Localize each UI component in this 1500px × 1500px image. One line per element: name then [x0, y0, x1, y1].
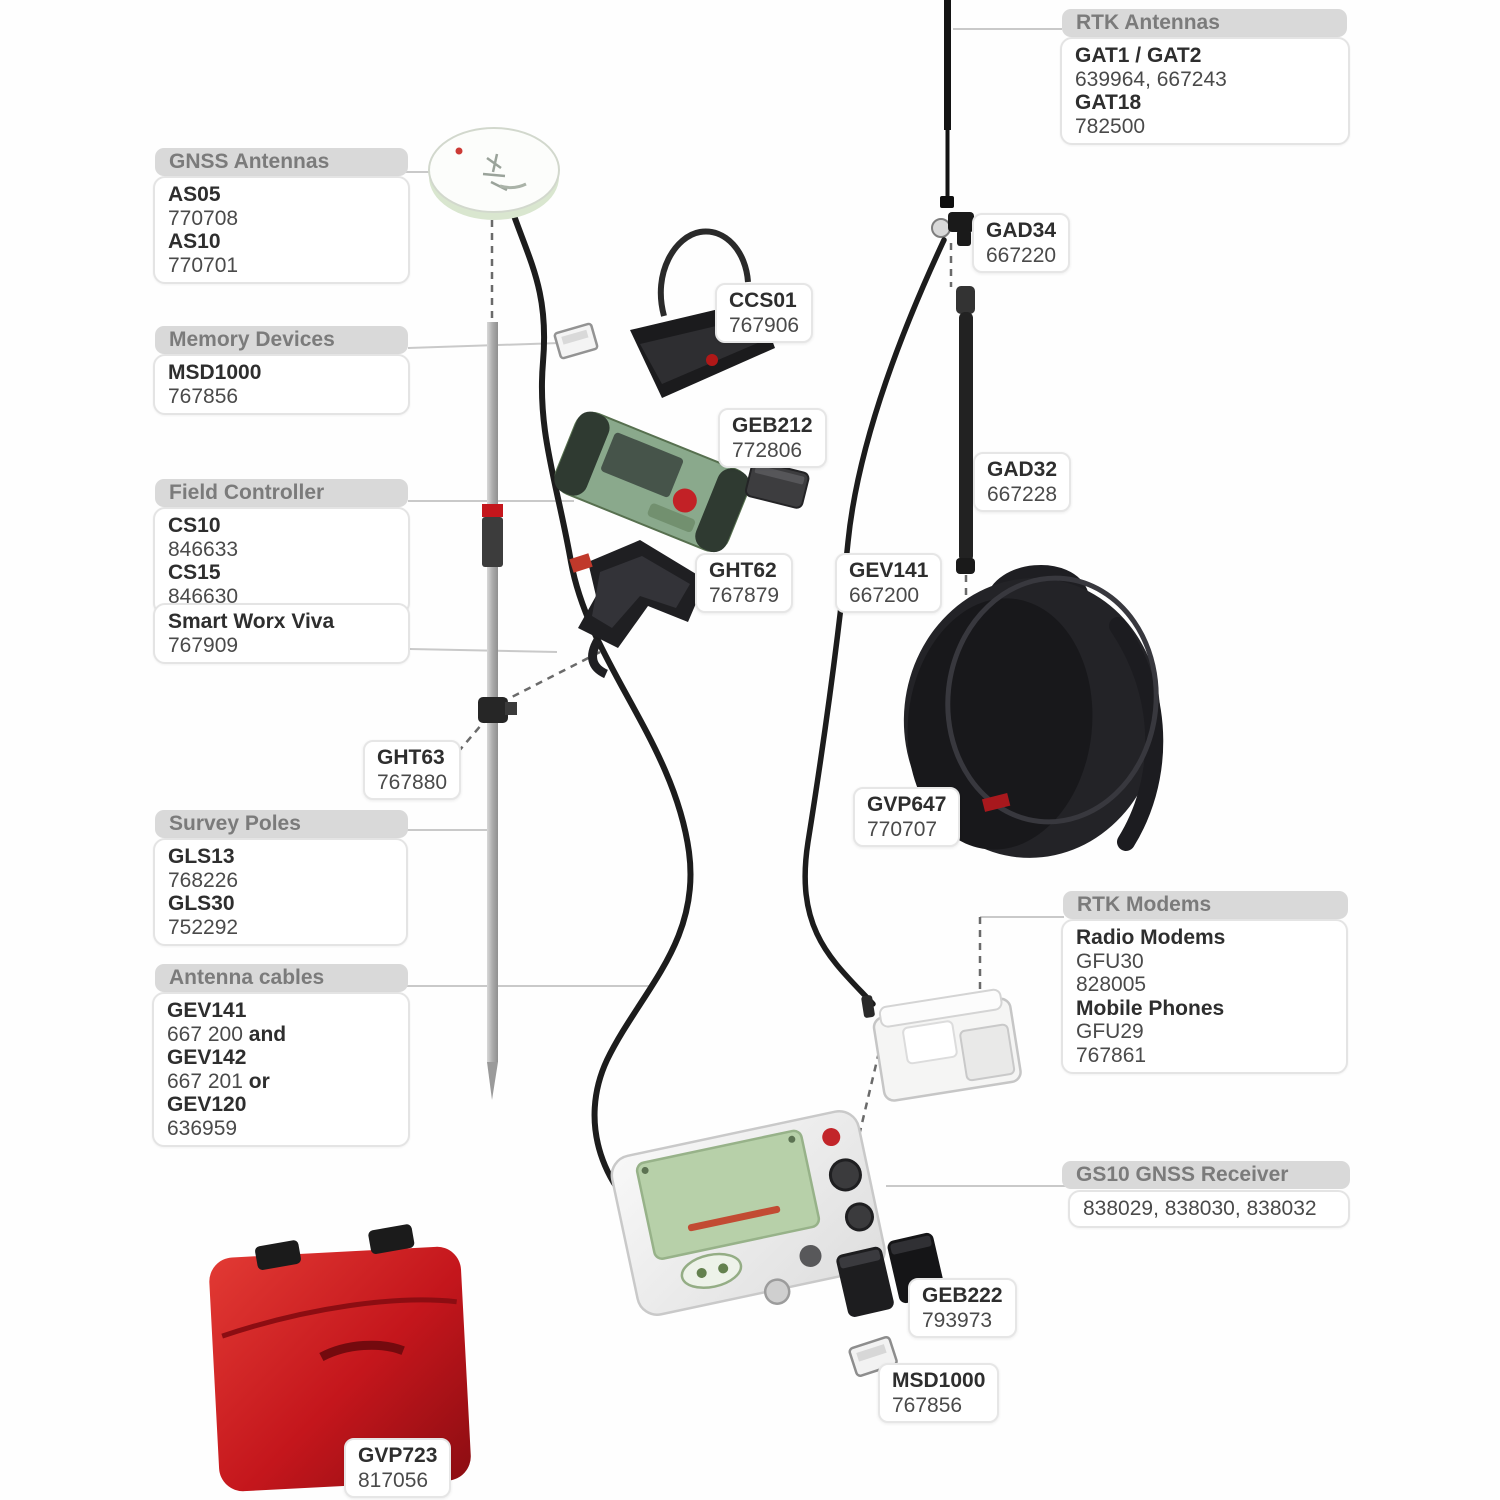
part-code: GEB222 — [922, 1284, 1003, 1307]
part-code: GAD32 — [987, 458, 1058, 481]
group-box-smartworx-viva: Smart Worx Viva 767909 — [153, 603, 410, 664]
part-number: 768226 — [168, 868, 239, 892]
group-box-survey-poles: GLS13 768226 GLS30 752292 — [153, 838, 408, 946]
gvp647-backpack-illustration — [903, 565, 1164, 858]
part-number: 767879 — [709, 584, 780, 607]
part-number: 767856 — [892, 1394, 963, 1417]
part-code: GAD34 — [986, 219, 1057, 242]
part-number: 667200 — [849, 584, 920, 607]
part-tag-gad34: GAD34 667220 — [972, 213, 1071, 273]
part-number: 770707 — [867, 818, 938, 841]
group-header-field-controller: Field Controller — [155, 479, 408, 507]
gvp723-container-illustration — [209, 1224, 471, 1492]
part-number: 752292 — [168, 915, 239, 939]
gs10-receiver-illustration — [610, 1110, 886, 1316]
part-number: 767909 — [168, 633, 239, 657]
part-code: MSD1000 — [892, 1369, 986, 1392]
part-code: AS10 — [168, 230, 221, 253]
part-code: AS05 — [168, 183, 221, 206]
part-tag-ght63: GHT63 767880 — [363, 740, 462, 800]
ght62-bracket-illustration — [569, 540, 706, 679]
part-code: GEB212 — [732, 414, 813, 437]
part-number: 793973 — [922, 1309, 993, 1332]
part-code: GEV120 — [167, 1093, 247, 1116]
geb212-battery-illustration — [744, 460, 810, 509]
part-tag-geb212: GEB212 772806 — [718, 408, 827, 468]
part-code: GAT1 / GAT2 — [1075, 44, 1202, 67]
part-code: GEV141 — [167, 999, 247, 1022]
group-box-rtk-antennas: GAT1 / GAT2 639964, 667243 GAT18 782500 — [1060, 37, 1350, 145]
group-box-field-controller: CS10 846633 CS15 846630 — [153, 507, 410, 615]
part-number: 667 201 or — [167, 1069, 270, 1093]
part-code: GLS30 — [168, 892, 235, 915]
part-tag-gvp723: GVP723 817056 — [344, 1438, 452, 1498]
part-number: 636959 — [167, 1116, 238, 1140]
part-tag-gad32: GAD32 667228 — [973, 452, 1072, 512]
part-number: 667228 — [987, 483, 1058, 506]
gad32-arm-illustration — [956, 286, 975, 574]
part-code: CS10 — [168, 514, 221, 537]
part-number: 767856 — [168, 384, 239, 408]
group-box-gs10-receiver: 838029, 838030, 838032 — [1068, 1190, 1350, 1228]
part-number: GFU29 — [1076, 1020, 1144, 1043]
part-code: GEV142 — [167, 1046, 247, 1069]
part-code: Mobile Phones — [1076, 996, 1225, 1020]
sd-card-illustration — [553, 322, 599, 360]
part-tag-gvp647: GVP647 770707 — [853, 787, 961, 847]
part-tag-ght62: GHT62 767879 — [695, 553, 794, 613]
part-number: 772806 — [732, 439, 803, 462]
group-header-gnss-antennas: GNSS Antennas — [155, 148, 408, 176]
part-number: 770701 — [168, 253, 239, 277]
rtk-modem-illustration — [861, 988, 1022, 1102]
group-box-rtk-modems: Radio Modems GFU30 828005 Mobile Phones … — [1061, 919, 1348, 1074]
part-tag-ccs01: CCS01 767906 — [715, 283, 814, 343]
group-box-memory-devices: MSD1000 767856 — [153, 354, 410, 415]
group-header-antenna-cables: Antenna cables — [155, 964, 408, 992]
part-tag-msd1000: MSD1000 767856 — [878, 1363, 1000, 1423]
part-tag-gev141: GEV141 667200 — [835, 553, 943, 613]
part-number: 817056 — [358, 1469, 429, 1492]
part-number: 767906 — [729, 314, 800, 337]
part-number: 838029, 838030, 838032 — [1083, 1197, 1317, 1220]
gev141-cable-illustration — [802, 237, 947, 1007]
group-box-gnss-antennas: AS05 770708 AS10 770701 — [153, 176, 410, 284]
part-number: 767880 — [377, 771, 448, 794]
part-number: 828005 — [1076, 973, 1147, 996]
part-number: 667 200 and — [167, 1022, 287, 1046]
group-header-survey-poles: Survey Poles — [155, 810, 408, 838]
part-code: GEV141 — [849, 559, 929, 582]
group-header-memory-devices: Memory Devices — [155, 326, 408, 354]
part-tag-geb222: GEB222 793973 — [908, 1278, 1017, 1338]
part-number: 782500 — [1075, 114, 1146, 138]
part-code: GVP723 — [358, 1444, 438, 1467]
part-code: GLS13 — [168, 845, 235, 868]
part-code: Smart Worx Viva — [168, 610, 335, 633]
part-number: 846630 — [168, 584, 239, 608]
part-code: CS15 — [168, 561, 221, 584]
part-code: GAT18 — [1075, 91, 1142, 114]
group-box-antenna-cables: GEV141 667 200 and GEV142 667 201 or GEV… — [152, 992, 410, 1147]
field-controller-illustration — [554, 411, 810, 553]
rtk-whip-antenna-illustration — [940, 0, 954, 208]
group-header-rtk-antennas: RTK Antennas — [1062, 9, 1347, 37]
part-number: 667220 — [986, 244, 1057, 267]
survey-pole-illustration — [478, 322, 517, 1100]
part-code: GHT63 — [377, 746, 445, 769]
group-header-gs10-receiver: GS10 GNSS Receiver — [1062, 1161, 1350, 1189]
part-code: Radio Modems — [1076, 926, 1226, 949]
part-number: 770708 — [168, 206, 239, 230]
part-code: GVP647 — [867, 793, 947, 816]
part-number: 767861 — [1076, 1043, 1147, 1067]
part-code: CCS01 — [729, 289, 797, 312]
part-number: 639964, 667243 — [1075, 67, 1227, 91]
gad34-adapter-illustration — [931, 212, 974, 246]
part-code: MSD1000 — [168, 361, 262, 384]
gnss-antenna-illustration — [428, 127, 757, 1281]
group-header-rtk-modems: RTK Modems — [1063, 891, 1348, 919]
label-connector-lines — [403, 28, 1068, 1187]
part-code: GHT62 — [709, 559, 777, 582]
part-number: GFU30 — [1076, 949, 1144, 973]
part-number: 846633 — [168, 537, 239, 561]
